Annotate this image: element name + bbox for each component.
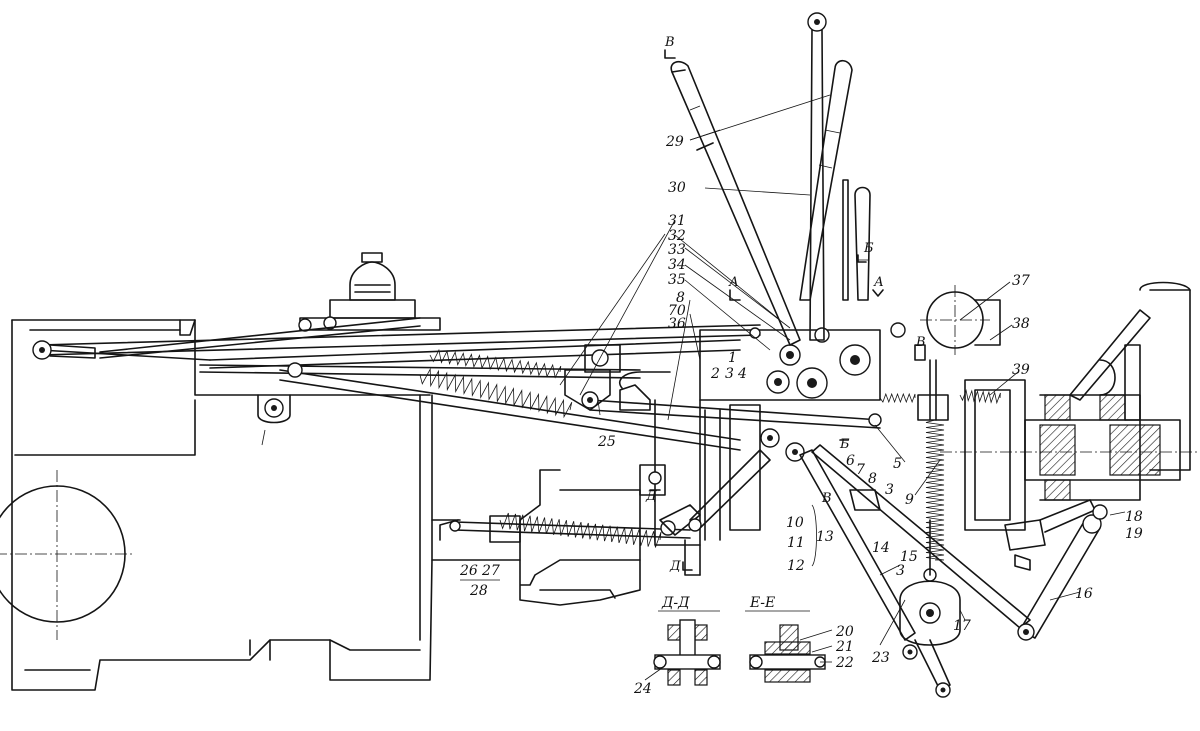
spring-small-38 <box>879 392 916 404</box>
section-mark-d-lower: Д <box>669 559 681 574</box>
callout-28: 28 <box>469 583 488 599</box>
callout-31: 31 <box>668 213 686 229</box>
spring-middle <box>419 367 573 419</box>
callout-29: 29 <box>665 134 684 150</box>
callout-25: 25 <box>597 434 616 450</box>
callout-37: 37 <box>1012 273 1030 289</box>
lever-center-30[interactable] <box>807 12 827 341</box>
lower-bracket-left <box>257 362 303 446</box>
pedal-arm-17-23[interactable] <box>899 580 961 698</box>
section-detail-ee <box>745 610 833 683</box>
leader-lines <box>460 94 1126 646</box>
clutch-housing <box>964 281 1191 531</box>
link-12 <box>688 449 771 532</box>
section-mark-b-top: Б <box>863 241 874 256</box>
callout-36: 36 <box>668 316 686 332</box>
link-16 <box>1017 514 1102 641</box>
section-mark-a-left: А <box>728 275 739 290</box>
callout-13: 13 <box>816 529 834 545</box>
link-14 <box>799 449 916 641</box>
section-mark-b-lower: Б <box>839 437 850 452</box>
gearbox-housing <box>11 319 641 691</box>
callout-23: 23 <box>871 650 890 666</box>
callout-10: 10 <box>786 515 804 531</box>
callout-5: 5 <box>893 456 902 472</box>
section-mark-v-top: В <box>664 35 675 50</box>
lever-long-right[interactable] <box>842 179 871 301</box>
section-mark-letters: В А А Б Б В В Д Д <box>645 35 926 574</box>
callout-70: 70 <box>668 303 686 319</box>
section-titles: Д-Д Е-Е <box>661 595 775 611</box>
lever-left-29[interactable] <box>670 60 801 346</box>
link-15 <box>811 444 1031 629</box>
callout-15: 15 <box>900 549 918 565</box>
lower-clutch-rod <box>439 504 701 543</box>
clutch-shaft-section <box>940 394 1200 501</box>
callout-3a: 3 <box>725 366 734 382</box>
pivot-cluster <box>749 322 906 462</box>
section-title-dd: Д-Д <box>661 595 690 611</box>
vertical-spring-rod <box>914 344 949 582</box>
callout-2: 2 <box>710 366 720 382</box>
spring-small-39 <box>959 388 1001 405</box>
section-mark-d-upper: Д <box>645 489 657 504</box>
callout-20: 20 <box>835 624 854 640</box>
bearing-cover-37 <box>920 285 1001 355</box>
callout-22: 22 <box>835 655 854 671</box>
callout-18: 18 <box>1125 509 1143 525</box>
callout-17: 17 <box>953 618 971 634</box>
callout-12: 12 <box>787 558 805 574</box>
lever-right-29[interactable] <box>799 59 853 301</box>
callout-4: 4 <box>737 366 747 382</box>
housing-bore <box>0 470 135 640</box>
callout-7: 7 <box>856 462 865 478</box>
callout-8a: 8 <box>676 290 685 306</box>
spring-upper <box>429 348 562 379</box>
section-mark-v-mid: В <box>821 491 832 506</box>
spring-lower <box>499 512 662 548</box>
section-mark-v-right: В <box>915 335 926 350</box>
callout-6: 6 <box>846 453 855 469</box>
rod-eye-left <box>32 340 96 360</box>
callout-35: 35 <box>668 272 686 288</box>
callout-30: 30 <box>668 180 686 196</box>
callout-1: 1 <box>728 350 737 366</box>
callout-3c: 3 <box>896 563 905 579</box>
callout-16: 16 <box>1075 586 1093 602</box>
callout-24: 24 <box>633 681 652 697</box>
callout-34: 34 <box>668 257 686 273</box>
callout-11: 11 <box>787 535 805 551</box>
callout-39: 39 <box>1012 362 1030 378</box>
callout-8b: 8 <box>868 471 877 487</box>
callout-14: 14 <box>872 540 890 556</box>
clutch-fork-18-19 <box>1004 499 1108 571</box>
long-control-rods <box>39 317 881 451</box>
callout-38: 38 <box>1012 316 1030 332</box>
callout-33: 33 <box>668 242 686 258</box>
callout-labels: 29 30 31 32 33 34 35 8 70 36 1 2 3 4 25 … <box>459 134 1143 697</box>
section-arrow-lines <box>649 49 884 571</box>
callout-19: 19 <box>1125 526 1143 542</box>
section-mark-a-right: А <box>873 275 884 290</box>
callout-27: 27 <box>481 563 500 579</box>
section-detail-dd <box>644 610 721 686</box>
callout-26: 26 <box>459 563 478 579</box>
top-dome-cap <box>298 252 441 332</box>
callout-3b: 3 <box>885 482 894 498</box>
callout-32: 32 <box>668 228 686 244</box>
callout-21: 21 <box>835 639 854 655</box>
callout-9: 9 <box>905 492 914 508</box>
spring-vertical <box>925 419 945 561</box>
section-title-ee: Е-Е <box>749 595 775 611</box>
